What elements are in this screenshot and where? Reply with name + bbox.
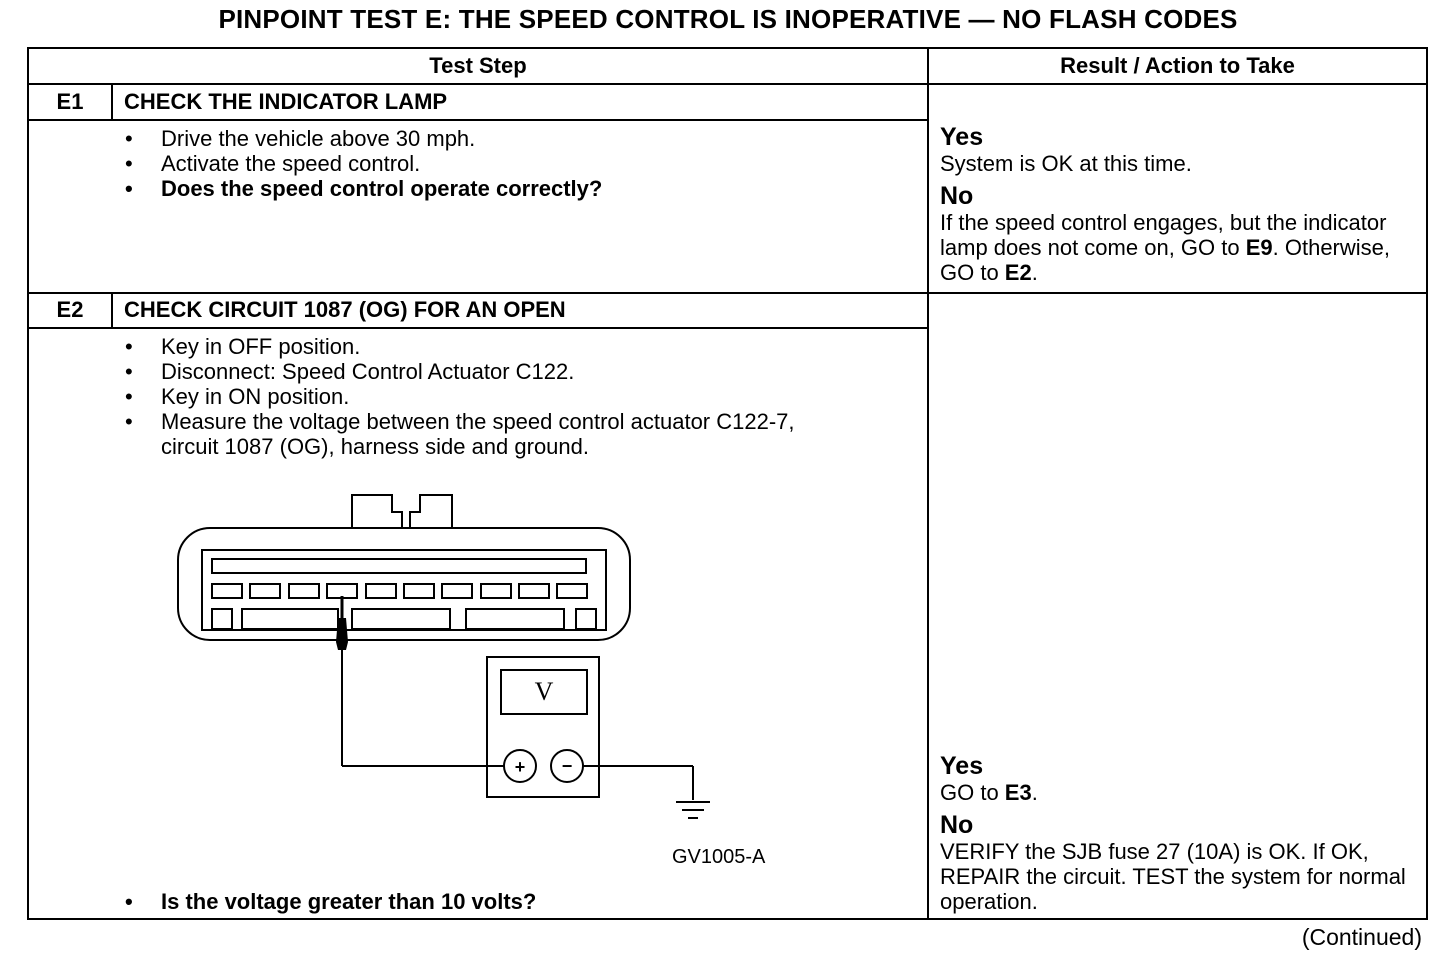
pinpoint-test-table: Test Step Result / Action to Take E1 CHE… xyxy=(27,47,1428,920)
probe-tip xyxy=(336,618,348,650)
step-question: Is the voltage greater than 10 volts? xyxy=(125,889,915,914)
step-e2-instructions: Key in OFF position. Disconnect: Speed C… xyxy=(125,334,815,459)
list-item: Drive the vehicle above 30 mph. xyxy=(125,126,915,151)
step-question: Does the speed control operate correctly… xyxy=(125,176,915,201)
yes-label: Yes xyxy=(940,123,984,151)
connector-slot xyxy=(211,558,587,574)
header-test-step: Test Step xyxy=(429,53,527,78)
header-result-action: Result / Action to Take xyxy=(1060,53,1295,78)
no-text: VERIFY the SJB fuse 27 (10A) is OK. If O… xyxy=(940,839,1406,914)
step-id-e2: E2 xyxy=(56,297,84,322)
step-title-e2: CHECK CIRCUIT 1087 (OG) FOR AN OPEN xyxy=(124,297,566,322)
step-ref-e3: E3 xyxy=(1004,780,1032,805)
connector-latch xyxy=(409,494,453,528)
step-title-e1: CHECK THE INDICATOR LAMP xyxy=(124,89,448,114)
minus-symbol: − xyxy=(562,756,573,776)
yes-text: System is OK at this time. xyxy=(940,151,1192,176)
list-item: Key in ON position. xyxy=(125,384,815,409)
voltmeter-display xyxy=(500,669,588,715)
yes-text: GO to E3. xyxy=(940,780,1038,805)
figure-caption: GV1005-A xyxy=(672,846,766,868)
voltmeter-symbol: V xyxy=(535,677,554,706)
continued-note: (Continued) xyxy=(1301,924,1422,950)
yes-label: Yes xyxy=(940,752,984,780)
step-ref-e2: E2 xyxy=(1004,260,1032,285)
step-e1-instructions: Drive the vehicle above 30 mph. Activate… xyxy=(125,126,915,201)
step-e1-result: Yes System is OK at this time. No If the… xyxy=(940,123,1420,291)
list-item: Activate the speed control. xyxy=(125,151,915,176)
step-e2-question-list: Is the voltage greater than 10 volts? xyxy=(125,889,915,914)
no-label: No xyxy=(940,182,974,210)
step-ref-e9: E9 xyxy=(1245,235,1273,260)
step-id-e1: E1 xyxy=(56,89,84,114)
no-text: If the speed control engages, but the in… xyxy=(940,210,1391,285)
plus-symbol: + xyxy=(515,757,526,777)
ground-icon xyxy=(676,801,710,819)
no-label: No xyxy=(940,811,974,839)
list-item: Measure the voltage between the speed co… xyxy=(125,409,815,459)
list-item: Key in OFF position. xyxy=(125,334,815,359)
pin-cavity-row xyxy=(211,583,588,599)
step-e2-result: Yes GO to E3. No VERIFY the SJB fuse 27 … xyxy=(940,752,1420,920)
list-item: Disconnect: Speed Control Actuator C122. xyxy=(125,359,815,384)
connector-latch xyxy=(351,494,403,528)
page-title: PINPOINT TEST E: THE SPEED CONTROL IS IN… xyxy=(218,4,1238,34)
